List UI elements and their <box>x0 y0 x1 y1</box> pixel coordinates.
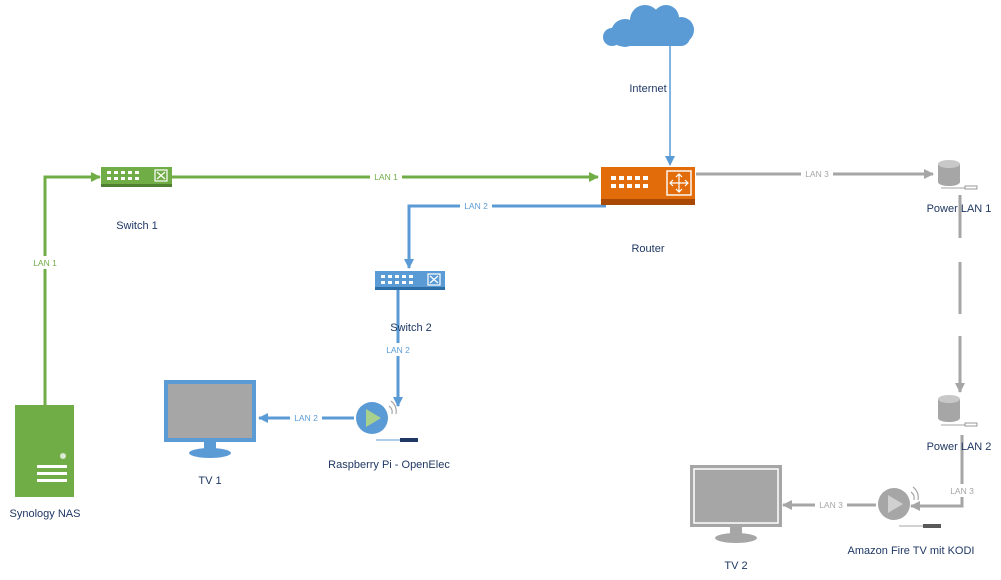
router-icon <box>601 167 695 205</box>
powerline-adapter-icon <box>938 395 978 427</box>
svg-text:LAN 3: LAN 3 <box>805 169 829 179</box>
powerline-adapter-icon <box>938 160 978 190</box>
server-icon <box>15 405 74 497</box>
router-label: Router <box>631 243 664 255</box>
tv-2-node: TV 2 <box>690 465 782 572</box>
cloud-icon <box>603 5 694 47</box>
monitor-icon <box>690 465 782 543</box>
raspberry-pi-label: Raspberry Pi - OpenElec <box>328 459 450 471</box>
edge-label-router-power1: LAN 3 <box>801 167 833 180</box>
router-node: Router <box>601 167 695 255</box>
svg-text:LAN 2: LAN 2 <box>464 201 488 211</box>
tv-1-label: TV 1 <box>198 475 221 487</box>
network-switch-icon <box>101 167 172 187</box>
tv-1-node: TV 1 <box>164 380 256 487</box>
tv-2-label: TV 2 <box>724 560 747 572</box>
internet-label: Internet <box>629 83 666 95</box>
media-player-icon <box>356 400 418 442</box>
switch-1-label: Switch 1 <box>116 220 158 232</box>
svg-text:LAN 1: LAN 1 <box>374 172 398 182</box>
connector-router-switch2 <box>404 204 606 269</box>
synology-nas-label: Synology NAS <box>10 508 81 520</box>
edge-label-raspberry-tv1: LAN 2 <box>290 411 322 424</box>
power-lan-1-label: Power LAN 1 <box>927 203 992 215</box>
switch-1-node: Switch 1 <box>101 167 172 232</box>
raspberry-pi-node: Raspberry Pi - OpenElec <box>328 400 450 471</box>
power-lan-2-label: Power LAN 2 <box>927 441 992 453</box>
svg-text:LAN 3: LAN 3 <box>950 486 974 496</box>
edge-label-firetv-tv2: LAN 3 <box>815 498 847 511</box>
edge-label-router-switch2: LAN 2 <box>460 199 492 212</box>
internet-node: Internet <box>603 5 694 95</box>
svg-text:LAN 3: LAN 3 <box>819 500 843 510</box>
edge-label-nas-switch1: LAN 1 <box>29 256 61 269</box>
edge-label-switch1-router: LAN 1 <box>370 170 402 183</box>
monitor-icon <box>164 380 256 458</box>
power-lan-1-node: Power LAN 1 <box>927 160 992 215</box>
connector-power2-firetv <box>910 435 964 511</box>
svg-text:LAN 1: LAN 1 <box>33 258 57 268</box>
synology-nas-node: Synology NAS <box>10 405 81 520</box>
media-player-icon <box>878 486 941 528</box>
power-lan-2-node: Power LAN 2 <box>927 395 992 453</box>
amazon-fire-tv-label: Amazon Fire TV mit KODI <box>848 545 975 557</box>
edge-label-switch2-raspberry: LAN 2 <box>382 343 414 356</box>
switch-2-node: Switch 2 <box>375 271 445 334</box>
edge-label-power2-firetv: LAN 3 <box>946 484 978 497</box>
amazon-fire-tv-node: Amazon Fire TV mit KODI <box>848 486 975 557</box>
svg-text:LAN 2: LAN 2 <box>386 345 410 355</box>
svg-text:LAN 2: LAN 2 <box>294 413 318 423</box>
network-switch-icon <box>375 271 445 290</box>
switch-2-label: Switch 2 <box>390 322 432 334</box>
connector-nas-switch1 <box>43 172 101 405</box>
